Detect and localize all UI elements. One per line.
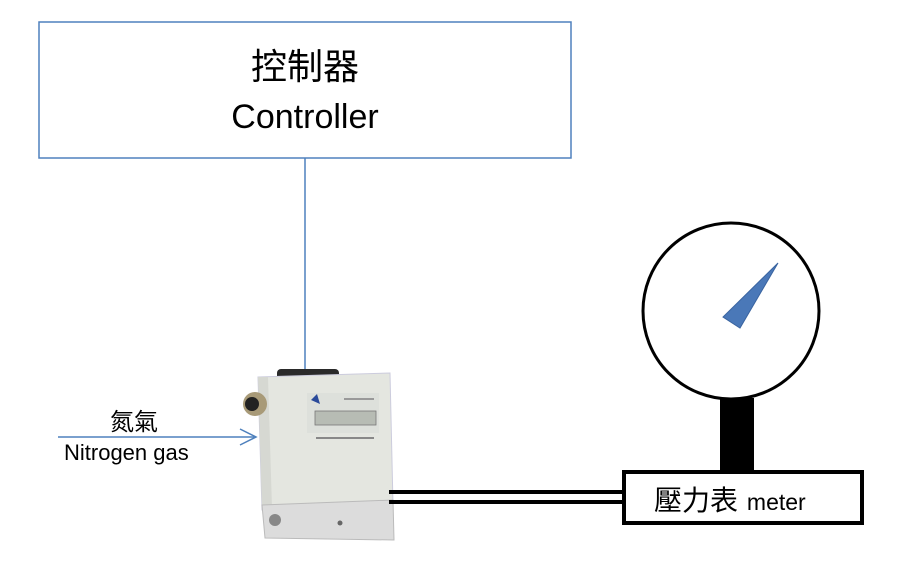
- meter-box: [622, 470, 864, 525]
- controller-title-zh: 控制器: [250, 47, 359, 88]
- meter-label-en: meter: [746, 489, 806, 515]
- pressure-controller-device-image: [243, 369, 395, 541]
- controller-title-en: Controller: [231, 98, 379, 136]
- controller-box: [38, 21, 572, 159]
- gauge-stem: [720, 398, 754, 474]
- meter-label-zh: 壓力表: [654, 484, 739, 517]
- gas-pipe: [389, 490, 624, 504]
- gas-inlet-arrow: [58, 428, 258, 446]
- gas-label-en: Nitrogen gas: [64, 440, 189, 465]
- gauge-needle: [722, 262, 779, 329]
- gas-label-zh: 氮氣: [110, 408, 158, 436]
- meter-label: 壓力表 meter: [654, 479, 806, 519]
